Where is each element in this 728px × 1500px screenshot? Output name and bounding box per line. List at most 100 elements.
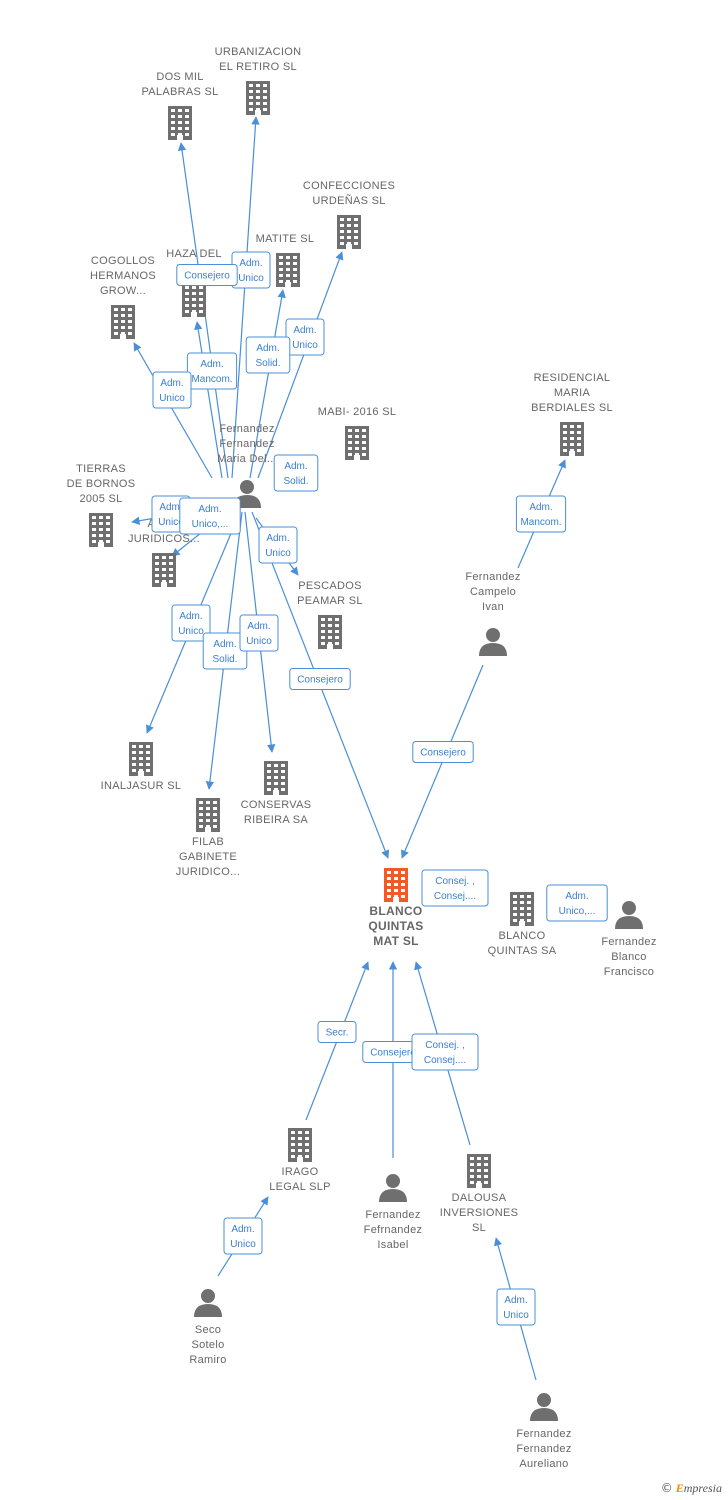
edge-label-ffmaria-to-confecciones[interactable]: Adm.Unico (285, 318, 325, 356)
edge-label-ffmaria-to-inaljasur[interactable]: Adm.Unico (171, 604, 211, 642)
node-filab[interactable]: FILABGABINETEJURIDICO... (176, 798, 240, 878)
node-label: Francisco (604, 966, 654, 978)
node-label: MATITE SL (256, 233, 315, 245)
edge-label-text: Unico (158, 517, 184, 528)
edge-label-box (496, 1288, 536, 1326)
edge-label-ffmaria-to-haza[interactable]: Adm.Mancom. (186, 352, 238, 390)
copyright-notice: ©Empresia (661, 1481, 722, 1496)
building-icon (152, 553, 176, 587)
edge-label-irago-to-center[interactable]: Secr. (317, 1021, 357, 1043)
building-icon (337, 215, 361, 249)
edge-label-text: Adm. (239, 258, 262, 269)
node-label: Fernandez (219, 423, 274, 435)
building-icon (345, 426, 369, 460)
node-label: RIBEIRA SA (244, 814, 308, 826)
edge-ffmaria-to-confecciones (257, 251, 344, 479)
node-label: BLANCO (369, 904, 422, 918)
edge-label-box (223, 1217, 263, 1255)
node-label: Sotelo (192, 1339, 225, 1351)
node-label: PESCADOS (298, 580, 362, 592)
edge-label-fbfrancisco-to-bqsa[interactable]: Adm.Unico,... (546, 884, 608, 922)
edge-label-seco-to-irago[interactable]: Adm.Unico (223, 1217, 263, 1255)
edge-label-fcivan-to-residencial[interactable]: Adm. Mancom. (515, 495, 567, 533)
node-label: HERMANOS (90, 270, 156, 282)
edge-label-ffmaria-to-dosmil[interactable]: Consejero (176, 264, 238, 286)
edge-label-ffmaria-to-urbanizacion[interactable]: Adm.Unico (231, 251, 271, 289)
node-cogollos[interactable]: COGOLLOSHERMANOSGROW... (90, 255, 156, 339)
building-icon (89, 513, 113, 547)
node-label: Maria Del... (217, 453, 277, 465)
node-label: MARIA (554, 387, 591, 399)
edge-label-ffmaria-to-cogollos[interactable]: Adm.Unico (152, 371, 192, 409)
edge-ffmaria-to-matite (249, 289, 286, 479)
node-inaljasur[interactable]: INALJASUR SL (101, 742, 182, 792)
edge-label-box (179, 497, 241, 535)
person-icon (615, 901, 643, 929)
building-icon (129, 742, 153, 776)
building-icon (182, 283, 206, 317)
node-label: Blanco (611, 951, 646, 963)
edge-label-box (258, 526, 298, 564)
edge-label-ffmaria-to-pescados[interactable]: Adm.Unico (258, 526, 298, 564)
node-label: INVERSIONES (440, 1207, 519, 1219)
edge-label-text: Consejero (370, 1048, 416, 1059)
node-label: Ivan (482, 601, 504, 613)
edge-label-ffmaria-to-mabi[interactable]: Adm.Solid. (273, 454, 319, 492)
node-label: JURIDICOS... (128, 533, 200, 545)
edge-label-text: Consejero (420, 748, 466, 759)
building-icon (560, 422, 584, 456)
building-icon (384, 868, 408, 902)
edge-label-bqsa-to-center[interactable]: Consej. , Consej.... (421, 869, 489, 907)
edge-label-ffaureliano-to-dalousa[interactable]: Adm.Unico (496, 1288, 536, 1326)
edge-label-ffmaria-to-center[interactable]: Consejero (289, 668, 351, 690)
edge-label-box (546, 884, 608, 922)
edge-label-text: Adm. (529, 502, 552, 513)
node-matite[interactable]: MATITE SL (256, 233, 315, 287)
edge-label-text: Mancom. (520, 517, 561, 528)
edge-label-fcivan-to-center[interactable]: Consejero (412, 741, 474, 763)
building-icon (196, 798, 220, 832)
edge-label-ffmaria-to-asesores[interactable]: Adm.Unico,... (179, 497, 241, 535)
node-label: Fernandez (465, 571, 520, 583)
edge-ffmaria-to-haza (194, 321, 223, 479)
node-label: Seco (195, 1324, 221, 1336)
edge-label-box (412, 741, 474, 763)
edge-label-text: Adm. (504, 1295, 527, 1306)
edge-label-ffmaria-to-conservas[interactable]: Adm.Unico (239, 614, 279, 652)
edge-label-text: Consej. , (435, 876, 474, 887)
node-mabi[interactable]: MABI- 2016 SL (318, 406, 397, 460)
node-label: PALABRAS SL (141, 86, 218, 98)
edge-label-text: Solid. (255, 358, 280, 369)
building-icon (510, 892, 534, 926)
edge-label-text: Consejero (184, 271, 230, 282)
edge-label-ffmaria-to-matite[interactable]: Adm.Solid. (245, 336, 291, 374)
edge-label-text: Unico (265, 548, 291, 559)
node-dosmil[interactable]: DOS MIL PALABRAS SL (141, 71, 218, 140)
node-label: Aureliano (519, 1458, 568, 1470)
edge-label-text: Consej.... (434, 891, 476, 902)
node-label: QUINTAS (368, 919, 423, 933)
node-label: EL RETIRO SL (219, 61, 297, 73)
edge-label-text: Solid. (283, 476, 308, 487)
edge-label-text: Mancom. (191, 374, 232, 385)
node-label: DOS MIL (156, 71, 203, 83)
edge-label-dalousa-to-center[interactable]: Consej. ,Consej.... (411, 1033, 479, 1071)
node-label: URDEÑAS SL (312, 194, 385, 207)
